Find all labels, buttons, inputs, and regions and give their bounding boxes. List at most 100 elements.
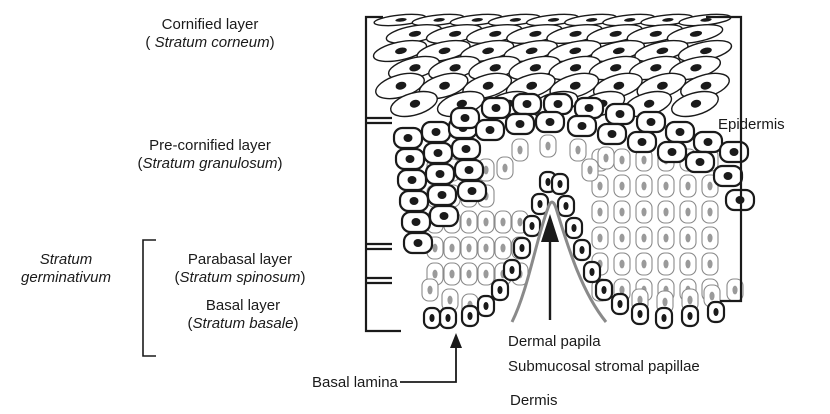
- spinous-cell: [592, 201, 608, 223]
- cell-nucleus: [676, 128, 685, 136]
- cell-nucleus: [663, 182, 668, 191]
- cell-nucleus: [466, 218, 471, 227]
- cell-nucleus: [483, 270, 488, 279]
- spinous-cell: [680, 201, 696, 223]
- cell-nucleus: [502, 164, 507, 173]
- cell-nucleus: [404, 134, 413, 142]
- cell-nucleus: [466, 270, 471, 279]
- granular-cell: [568, 116, 596, 136]
- cell-nucleus: [529, 222, 534, 230]
- cell-nucleus: [589, 268, 594, 276]
- cell-nucleus: [619, 156, 624, 165]
- cell-nucleus: [432, 244, 437, 253]
- cornified-latin-line: ( Stratum corneum): [120, 34, 300, 52]
- granular-cell: [455, 160, 483, 180]
- basal-cell: [656, 308, 672, 328]
- cell-nucleus: [427, 286, 432, 295]
- cell-nucleus: [468, 187, 477, 195]
- cell-nucleus: [661, 314, 666, 322]
- granular-cell: [694, 132, 722, 152]
- cell-nucleus: [483, 244, 488, 253]
- spinous-cell: [478, 237, 494, 259]
- spinous-cell: [680, 175, 696, 197]
- granular-cell: [714, 166, 742, 186]
- cell-nucleus: [696, 158, 705, 166]
- basal-cell: [612, 294, 628, 314]
- cell-nucleus: [603, 154, 608, 163]
- spinous-cell: [570, 139, 586, 161]
- cell-nucleus: [563, 202, 568, 210]
- parabasal-latin: Stratum spinosum: [180, 269, 301, 286]
- germinativum-line2: germinativum: [6, 269, 126, 287]
- granular-cell: [400, 191, 428, 211]
- spinous-cell: [582, 159, 598, 181]
- basal-label: Basal layer (Stratum basale): [163, 297, 323, 333]
- cell-nucleus: [608, 130, 617, 138]
- cell-nucleus: [687, 296, 692, 305]
- cell-nucleus: [641, 208, 646, 217]
- cornified-label: Cornified layer ( Stratum corneum): [120, 16, 300, 52]
- spinous-cell: [614, 175, 630, 197]
- basal-cell: [566, 218, 582, 238]
- cell-nucleus: [597, 182, 602, 191]
- spinous-cell: [702, 201, 718, 223]
- spinous-cell: [495, 237, 511, 259]
- cell-nucleus: [704, 138, 713, 146]
- basal-cell: [552, 174, 568, 194]
- spinous-cell: [614, 227, 630, 249]
- cell-nucleus: [707, 182, 712, 191]
- cell-nucleus: [445, 314, 450, 322]
- granular-cell: [536, 112, 564, 132]
- cell-nucleus: [509, 266, 514, 274]
- granular-cell: [404, 233, 432, 253]
- basal-lamina-label: Basal lamina: [312, 374, 398, 392]
- cell-nucleus: [554, 100, 563, 108]
- cell-nucleus: [523, 100, 532, 108]
- granular-cell: [686, 152, 714, 172]
- spinous-cell: [702, 253, 718, 275]
- cell-nucleus: [578, 122, 587, 130]
- basal-cell: [462, 306, 478, 326]
- basal-cell: [524, 216, 540, 236]
- cell-nucleus: [663, 260, 668, 269]
- cell-nucleus: [434, 149, 443, 157]
- cell-nucleus: [545, 178, 550, 186]
- spinous-cell: [614, 253, 630, 275]
- cell-nucleus: [616, 110, 625, 118]
- cell-nucleus: [492, 104, 501, 112]
- precornified-label: Pre-cornified layer (Stratum granulosum): [115, 137, 305, 173]
- cell-nucleus: [641, 156, 646, 165]
- cell-nucleus: [597, 208, 602, 217]
- granular-cell: [396, 149, 424, 169]
- cell-nucleus: [579, 246, 584, 254]
- cell-nucleus: [432, 128, 441, 136]
- precornified-latin-line: (Stratum granulosum): [115, 155, 305, 173]
- cell-nucleus: [730, 148, 739, 156]
- cell-nucleus: [545, 142, 550, 151]
- cell-nucleus: [516, 120, 525, 128]
- basal-cell: [504, 260, 520, 280]
- germinativum-label: Stratum germinativum: [6, 251, 126, 287]
- cell-nucleus: [447, 296, 452, 305]
- spinous-cell: [592, 227, 608, 249]
- dermal-papila-label: Dermal papila: [508, 333, 601, 351]
- spinous-cell: [461, 263, 477, 285]
- parabasal-label: Parabasal layer (Stratum spinosum): [155, 251, 325, 287]
- cell-nucleus: [707, 234, 712, 243]
- cell-nucleus: [436, 170, 445, 178]
- spinous-cell: [658, 253, 674, 275]
- granular-cell: [422, 122, 450, 142]
- cell-nucleus: [467, 312, 472, 320]
- cell-nucleus: [619, 182, 624, 191]
- granular-cell: [513, 94, 541, 114]
- spinous-cell: [636, 253, 652, 275]
- parabasal-title: Parabasal layer: [155, 251, 325, 269]
- cell-nucleus: [410, 197, 419, 205]
- cell-nucleus: [638, 138, 647, 146]
- granular-cell: [458, 181, 486, 201]
- cell-nucleus: [685, 234, 690, 243]
- basal-cell: [596, 280, 612, 300]
- cell-nucleus: [519, 244, 524, 252]
- cell-nucleus: [517, 146, 522, 155]
- spinous-cell: [444, 263, 460, 285]
